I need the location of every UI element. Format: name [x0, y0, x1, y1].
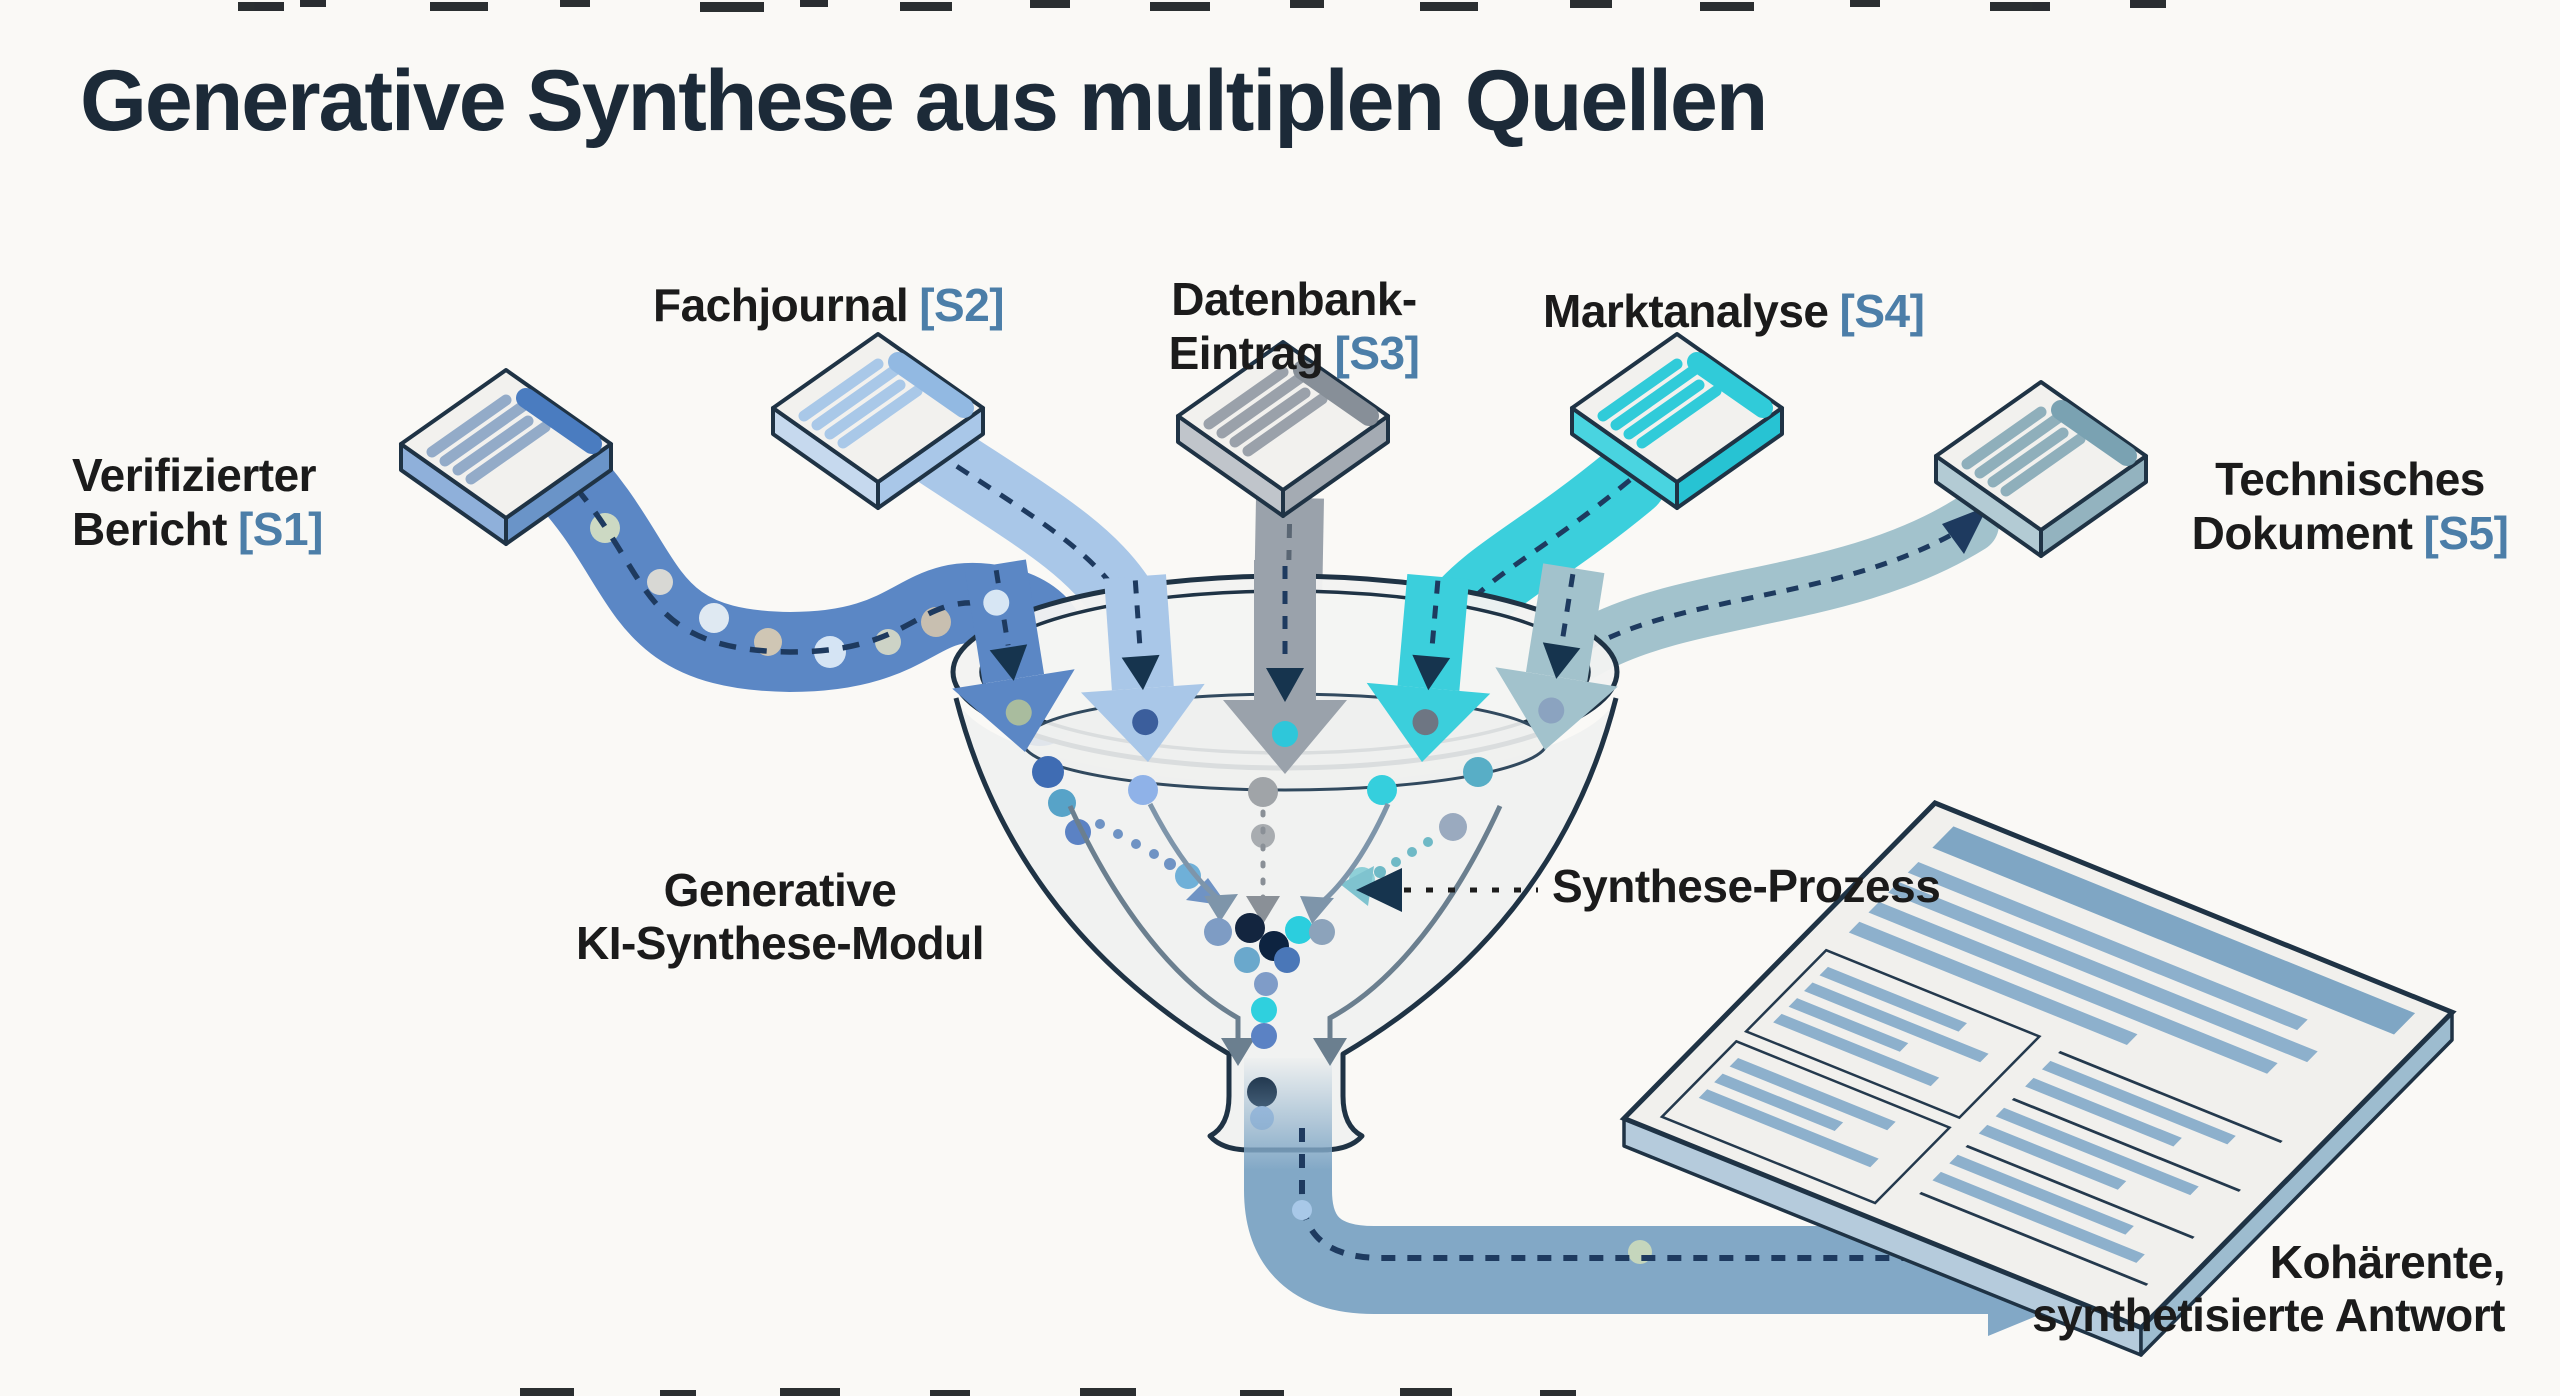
- source-s3-document-icon: [1176, 340, 1390, 518]
- source-s5-document-icon: [1934, 380, 2148, 558]
- source-s3-ref: [S3]: [1334, 326, 1420, 379]
- source-s5-ref: [S5]: [2423, 506, 2509, 559]
- source-s4-label-text: Marktanalyse: [1543, 285, 1829, 338]
- source-s1-label: Verifizierter Bericht[S1]: [72, 396, 323, 556]
- source-s2-document-icon: [771, 332, 985, 510]
- source-s3-label: Datenbank- Eintrag[S3]: [1094, 220, 1494, 380]
- source-s3-label-text: Datenbank- Eintrag: [1168, 273, 1418, 379]
- source-s5-label: Technisches Dokument[S5]: [2150, 400, 2550, 560]
- source-s1-label-text: Verifizierter Bericht: [72, 449, 317, 555]
- edge-artifacts: [238, 0, 2166, 1396]
- source-s2-label: Fachjournal[S2]: [653, 226, 1005, 333]
- source-s4-document-icon: [1570, 332, 1784, 510]
- output-label: Kohärente, synthetisierte Antwort: [2032, 1236, 2505, 1342]
- page-title: Generative Synthese aus multiplen Quelle…: [80, 53, 1768, 149]
- source-s1-ref: [S1]: [237, 502, 323, 555]
- source-s1-document-icon: [399, 368, 613, 546]
- source-s4-ref: [S4]: [1839, 285, 1925, 338]
- source-s2-ref: [S2]: [919, 279, 1005, 332]
- source-s5-label-text: Technisches Dokument: [2191, 453, 2486, 559]
- answer-document-icon: [1624, 803, 2452, 1357]
- funnel-label: Generative KI-Synthese-Modul: [575, 864, 985, 970]
- funnel-entry-arrows: [952, 559, 1618, 774]
- process-pointer-arrow: [1356, 868, 1538, 912]
- source-s4-label: Marktanalyse[S4]: [1543, 232, 1925, 339]
- process-label: Synthese-Prozess: [1552, 860, 1941, 912]
- source-s2-label-text: Fachjournal: [653, 279, 909, 332]
